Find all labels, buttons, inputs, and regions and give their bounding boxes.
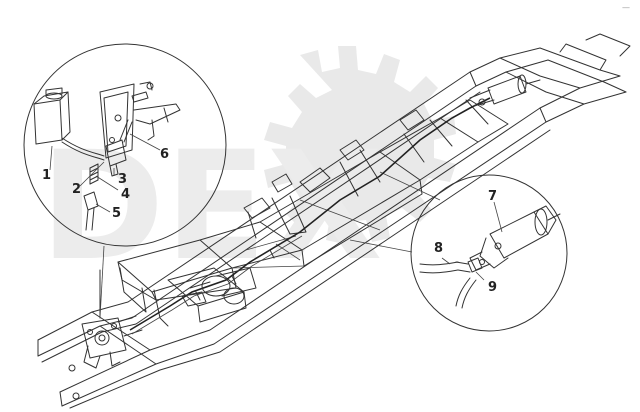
transmission-housing <box>181 267 257 307</box>
detail-circle-master-cylinder <box>23 43 227 319</box>
clutch-pedal <box>131 81 181 141</box>
pedal-plate <box>99 83 135 159</box>
slave-cylinder <box>469 205 561 271</box>
master-cylinder <box>105 119 133 177</box>
clutch-hydraulic-pipe <box>129 97 491 335</box>
callout-5: 5 <box>112 206 121 221</box>
pedal-bracket-assembly <box>68 269 143 400</box>
callout-8: 8 <box>434 241 443 256</box>
callout-6: 6 <box>160 147 169 162</box>
fluid-reservoir <box>33 87 71 145</box>
callout-9: 9 <box>488 280 497 295</box>
callout-2: 2 <box>72 182 81 197</box>
corner-mark: — <box>622 3 630 12</box>
callout-3: 3 <box>118 172 127 187</box>
frame-slave-cylinder <box>469 74 541 107</box>
callout-7: 7 <box>488 189 497 204</box>
callout-4: 4 <box>121 187 130 202</box>
chassis-frame <box>37 33 631 409</box>
bleed-fitting <box>455 257 483 273</box>
hydraulic-hose <box>419 261 477 309</box>
watermark: DEX <box>40 46 456 294</box>
hose-fitting <box>83 191 99 231</box>
detail-circle-slave-cylinder <box>349 174 568 332</box>
callouts: 1 2 3 4 5 6 7 8 9 <box>42 147 497 295</box>
callout-1: 1 <box>42 168 51 183</box>
